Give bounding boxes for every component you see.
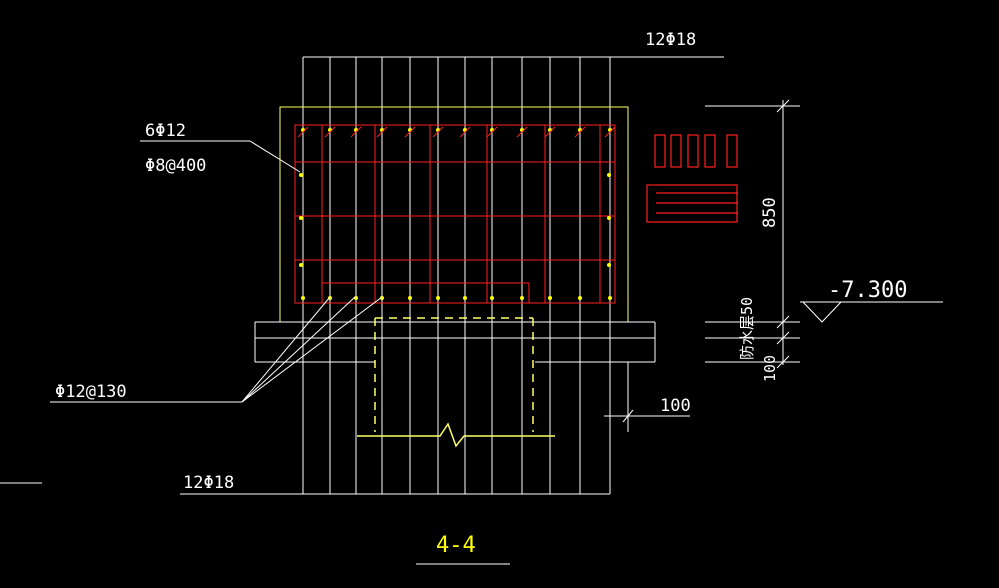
rebar-dot (436, 296, 440, 300)
rebar-dot (548, 296, 552, 300)
stirrup-label: Φ8@400 (145, 156, 206, 176)
elevation-mark (800, 301, 943, 323)
rebar-cage (294, 124, 616, 304)
dim-offset: 100 (660, 396, 691, 416)
rebar-dot (463, 296, 467, 300)
rebar-hook (297, 126, 309, 138)
rebar-hooks (297, 126, 616, 138)
side-bar-label: 6Φ12 (145, 121, 186, 141)
break-line (357, 422, 555, 448)
bar-bottom-label: 12Φ18 (183, 473, 234, 493)
section-title: 4-4 (436, 533, 476, 558)
rebar-hook (574, 126, 586, 138)
rebar-dot (607, 263, 611, 267)
rebar-dot (607, 216, 611, 220)
rebar-hook (350, 126, 362, 138)
rebar-dot (380, 296, 384, 300)
elevation-label: -7.300 (828, 278, 907, 303)
rebar-dot (608, 296, 612, 300)
longitudinal-bars (302, 57, 611, 494)
rebar-dot (490, 296, 494, 300)
bar-top-label: 12Φ18 (645, 30, 696, 50)
rebar-dot (299, 263, 303, 267)
rebar-hook (544, 126, 556, 138)
rebar-dot (301, 296, 305, 300)
pit-dashed-outline (374, 317, 534, 432)
bottom-bar-leaders (50, 296, 383, 403)
rebar-dot (607, 173, 611, 177)
rebar-dot (578, 296, 582, 300)
rebar-hook (516, 126, 528, 138)
bottom-bar-label: Φ12@130 (55, 382, 127, 402)
slab (254, 321, 656, 363)
dim-bottom: 100 (761, 355, 779, 382)
dimension-lines (705, 99, 800, 369)
beam-outline (279, 106, 629, 323)
rebar-dot (299, 216, 303, 220)
rebar-hook (324, 126, 336, 138)
rebar-dot (408, 296, 412, 300)
offset-dimension (604, 362, 690, 494)
rebar-dot (520, 296, 524, 300)
dim-waterproof: 防水层50 (738, 297, 756, 360)
rebar-hook (486, 126, 498, 138)
dim-height: 850 (760, 197, 780, 228)
rebar-dot (328, 296, 332, 300)
side-bar-leader-slant (249, 140, 301, 173)
rebar-hook (432, 126, 444, 138)
rebar-hook (376, 126, 388, 138)
rebar-dot (299, 173, 303, 177)
rebar-dots (299, 128, 612, 300)
rebar-hook (404, 126, 416, 138)
stirrup-legend (646, 134, 738, 223)
rebar-hook (604, 126, 616, 138)
rebar-hook (459, 126, 471, 138)
